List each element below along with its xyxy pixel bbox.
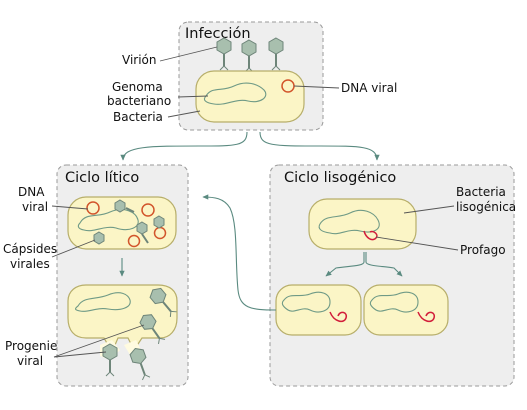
capsid-icon xyxy=(114,199,126,213)
viral-dna-icon xyxy=(86,201,100,215)
bacterium-icon xyxy=(67,196,177,250)
viral-dna-icon xyxy=(127,234,141,248)
capsids-label-line1: Cápsides xyxy=(3,242,57,256)
viral-dna-label: DNA viral xyxy=(341,81,397,95)
capsid-icon xyxy=(153,215,165,229)
progeny-label-line1: Progenie xyxy=(5,339,57,353)
viral-dna-icon xyxy=(141,203,155,217)
capsid-icon xyxy=(93,231,105,245)
lytic-title: Ciclo lítico xyxy=(65,170,139,186)
bacterium-icon xyxy=(195,70,305,123)
induction-arrow xyxy=(202,194,277,311)
prophage-label: Profago xyxy=(460,243,506,257)
virion-label: Virión xyxy=(122,53,157,67)
prophage-icon xyxy=(417,311,436,323)
lysogenic-panel: Ciclo lisogénico Bacteria lisogénica Pro… xyxy=(269,164,516,387)
lysogenic-title: Ciclo lisogénico xyxy=(284,170,396,186)
lytic-viral-dna-label-line2: viral xyxy=(22,200,48,214)
bacterial-genome-label-line1: Genoma xyxy=(112,80,163,94)
prophage-icon xyxy=(329,311,348,323)
prophage-icon xyxy=(363,230,378,241)
bacterium-icon xyxy=(308,198,417,250)
infection-title: Infección xyxy=(185,26,251,42)
capsids-label-line2: virales xyxy=(10,257,50,271)
capsid-icon xyxy=(136,221,148,235)
lytic-panel: Ciclo lítico xyxy=(3,164,189,387)
bacterium-icon xyxy=(363,284,449,336)
bacterial-genome-label-line2: bacteriano xyxy=(107,94,171,108)
bacterium-icon xyxy=(275,284,362,336)
branch-arrows xyxy=(120,131,380,161)
lytic-viral-dna-label-line1: DNA xyxy=(18,185,45,199)
lysogenic-bacterium-label-line1: Bacteria xyxy=(456,185,506,199)
lysogenic-bacterium-label-line2: lisogénica xyxy=(456,200,516,214)
progeny-label-line2: viral xyxy=(17,354,43,368)
bacterial-genome xyxy=(203,82,267,105)
infection-panel: Infección Virión Genoma bacteriano Bacte… xyxy=(107,21,397,131)
bacterium-label: Bacteria xyxy=(113,110,163,124)
lysing-bacterium-icon xyxy=(67,284,180,382)
